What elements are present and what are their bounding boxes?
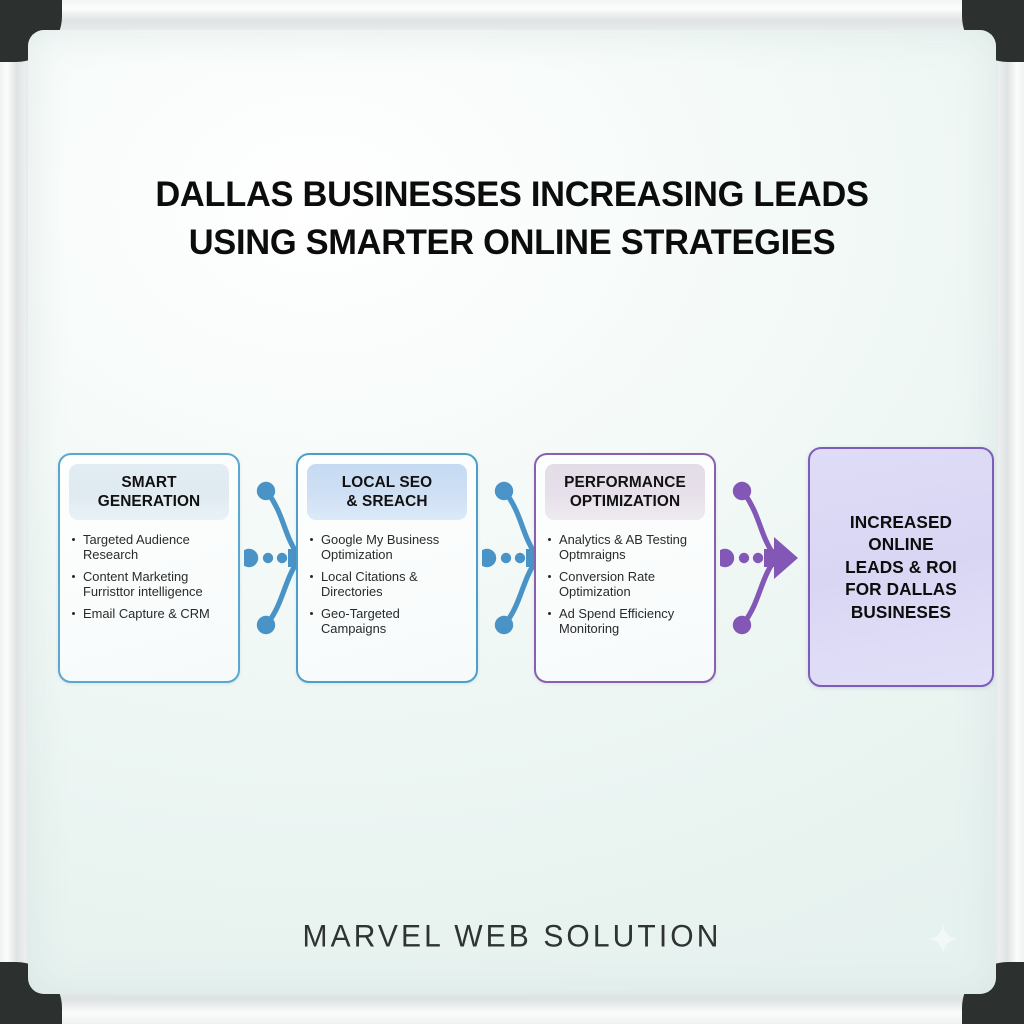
- page-title: DALLAS BUSINESSES INCREASING LEADS USING…: [43, 170, 982, 266]
- title-line-1: DALLAS BUSINESSES INCREASING LEADS: [155, 174, 869, 214]
- card-header-local-seo: LOCAL SEO & SREACH: [307, 464, 467, 520]
- card-header-line-1: SMART: [121, 474, 177, 491]
- flow-card-smart-generation[interactable]: SMART GENERATION Targeted Audience Resea…: [58, 453, 240, 683]
- result-line-2: ONLINE: [868, 534, 934, 555]
- card-header-line-1: PERFORMANCE: [564, 474, 686, 491]
- connector-arrow-3: [720, 481, 798, 635]
- process-flow-diagram: SMART GENERATION Targeted Audience Resea…: [58, 425, 994, 687]
- list-item: Geo-Targeted Campaigns: [308, 606, 468, 637]
- flow-card-local-seo[interactable]: LOCAL SEO & SREACH Google My Business Op…: [296, 453, 478, 683]
- list-item: Conversion Rate Optimization: [546, 569, 706, 600]
- result-line-3: LEADS & ROI: [845, 556, 957, 577]
- list-item: Ad Spend Efficiency Monitoring: [546, 606, 706, 637]
- card-header-smart-generation: SMART GENERATION: [69, 464, 229, 520]
- card-bullet-list-local-seo: Google My Business Optimization Local Ci…: [308, 532, 468, 636]
- card-bullet-list-smart-generation: Targeted Audience Research Content Marke…: [70, 532, 230, 621]
- result-card-text: INCREASED ONLINE LEADS & ROI FOR DALLAS …: [845, 511, 957, 624]
- list-item: Targeted Audience Research: [70, 532, 230, 563]
- card-header-line-2: & SREACH: [346, 493, 428, 510]
- card-header-performance-optimization: PERFORMANCE OPTIMIZATION: [545, 464, 705, 520]
- result-line-1: INCREASED: [849, 511, 953, 532]
- sparkle-icon: [927, 923, 959, 955]
- card-header-line-2: GENERATION: [97, 493, 201, 510]
- card-header-line-2: OPTIMIZATION: [569, 493, 681, 510]
- list-item: Content Marketing Furristtor intelligenc…: [70, 569, 230, 600]
- list-item: Email Capture & CRM: [70, 606, 230, 621]
- list-item: Analytics & AB Testing Optmraigns: [546, 532, 706, 563]
- card-bullet-list-performance-optimization: Analytics & AB Testing Optmraigns Conver…: [546, 532, 706, 636]
- flow-result-card[interactable]: INCREASED ONLINE LEADS & ROI FOR DALLAS …: [808, 447, 994, 687]
- footer-brand: MARVEL WEB SOLUTION: [302, 918, 722, 954]
- title-line-2: USING SMARTER ONLINE STRATEGIES: [188, 222, 836, 262]
- list-item: Google My Business Optimization: [308, 532, 468, 563]
- result-line-5: BUSINESES: [850, 601, 952, 622]
- result-line-4: FOR DALLAS: [845, 579, 957, 600]
- whiteboard-surface: DALLAS BUSINESSES INCREASING LEADS USING…: [28, 30, 996, 994]
- list-item: Local Citations & Directories: [308, 569, 468, 600]
- card-header-line-1: LOCAL SEO: [341, 474, 433, 491]
- flow-card-performance-optimization[interactable]: PERFORMANCE OPTIMIZATION Analytics & AB …: [534, 453, 716, 683]
- connector-arrow-2: [482, 481, 560, 635]
